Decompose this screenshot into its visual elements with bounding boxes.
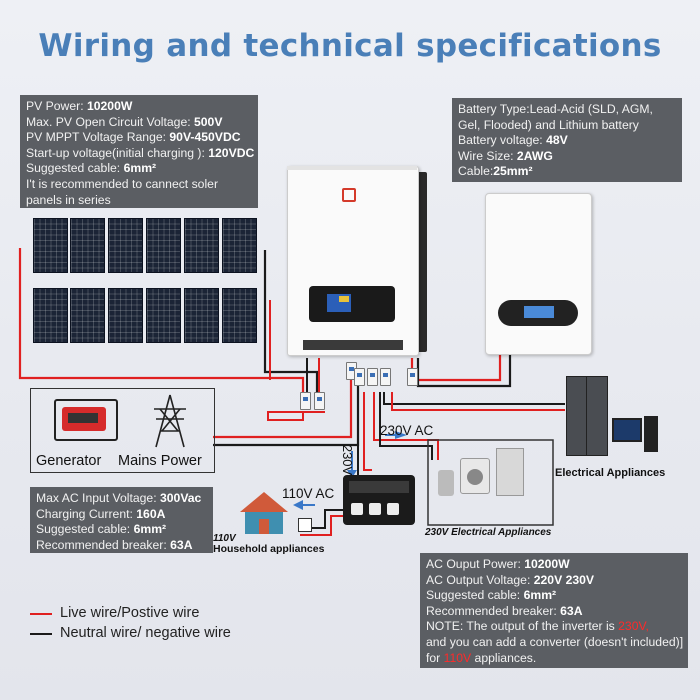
refrigerator-icon <box>566 376 608 456</box>
fridge-icon <box>496 448 524 496</box>
battery-display <box>498 300 578 326</box>
breaker-icon <box>354 368 365 386</box>
breaker-icon <box>300 392 311 410</box>
electrical-appliances-label: Electrical Appliances <box>555 467 666 479</box>
solar-panel <box>33 288 68 343</box>
solar-panel <box>184 218 219 273</box>
solar-panel <box>70 288 105 343</box>
ac-output-spec-box: AC Ouput Power: 10200W AC Output Voltage… <box>420 553 688 668</box>
legend-live-label: Live wire/Postive wire <box>60 605 200 621</box>
solar-panel <box>222 218 257 273</box>
appliances-230v-label: 230V Electrical Appliances <box>425 527 552 538</box>
breaker-icon <box>314 392 325 410</box>
monitor-icon <box>612 418 642 442</box>
generator-icon <box>48 393 120 445</box>
inverter <box>287 166 427 356</box>
socket-icon <box>298 518 312 532</box>
ac-input-wires <box>213 375 360 447</box>
ac-output-wires <box>300 392 565 536</box>
solar-panel <box>222 288 257 343</box>
battery-wires <box>410 352 512 388</box>
house-icon <box>240 492 288 534</box>
solar-panel <box>108 288 143 343</box>
legend-neutral-swatch <box>30 633 52 635</box>
battery-spec-box: Battery Type:Lead-Acid (SLD, AGM, Gel, F… <box>452 98 682 182</box>
ac-source-frame <box>30 388 215 473</box>
appliances-230v-frame <box>427 439 554 526</box>
voltage-converter-icon <box>343 475 415 525</box>
ac-input-spec-box: Max AC Input Voltage: 300Vac Charging Cu… <box>30 487 213 553</box>
brand-logo-icon <box>342 188 356 202</box>
arrow-icons <box>293 431 407 510</box>
page-title: Wiring and technical specifications <box>38 28 662 64</box>
pc-tower-icon <box>644 416 658 452</box>
pv-wires <box>18 248 325 421</box>
solar-panel <box>184 288 219 343</box>
solar-panel <box>70 218 105 273</box>
washing-machine-icon <box>460 458 490 494</box>
battery-unit <box>485 193 592 355</box>
power-pylon-icon <box>154 394 186 448</box>
legend-neutral-label: Neutral wire/ negative wire <box>60 625 231 641</box>
solar-panel <box>108 218 143 273</box>
legend-live-swatch <box>30 613 52 615</box>
breaker-icon <box>380 368 391 386</box>
solar-panel <box>146 288 181 343</box>
inverter-display <box>309 286 395 322</box>
breaker-icon <box>367 368 378 386</box>
mains-power-label: Mains Power <box>118 453 202 469</box>
pv-spec-box: PV Power: 10200W Max. PV Open Circuit Vo… <box>20 95 258 208</box>
ac-110v-label: 110V AC <box>282 486 335 501</box>
ac-output-230v-label: 230V AC <box>380 423 434 438</box>
vacuum-icon <box>438 470 454 496</box>
solar-panel <box>146 218 181 273</box>
solar-panel <box>33 218 68 273</box>
breaker-icon <box>407 368 418 386</box>
household-appliances-label: Household appliances <box>213 543 325 555</box>
household-voltage-label: 110V <box>213 533 236 544</box>
generator-label: Generator <box>36 453 102 469</box>
